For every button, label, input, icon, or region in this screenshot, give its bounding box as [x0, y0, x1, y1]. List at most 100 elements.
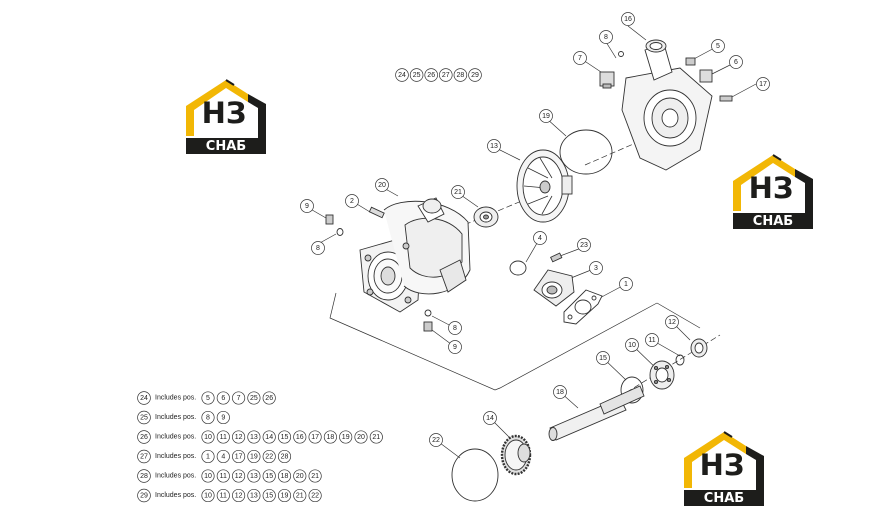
- legend-item-1: 1: [201, 449, 215, 464]
- kit-header-24-text: 24: [398, 72, 406, 79]
- part-label-4-text: 4: [538, 235, 542, 242]
- part-label-14-text: 14: [486, 415, 494, 422]
- legend-item-4-circle: [216, 449, 230, 464]
- impeller-13: [516, 149, 573, 223]
- legend-item-15-text: 15: [265, 473, 273, 480]
- screw-17: [719, 95, 733, 102]
- legend-item-21-text: 21: [296, 492, 304, 499]
- legend-item-17-circle: [232, 449, 246, 464]
- legend-item-20-circle: [354, 430, 368, 444]
- legend-item-10-circle: [201, 488, 215, 503]
- part-label-3: 3: [589, 261, 603, 275]
- legend-kit-26-circle: [137, 430, 151, 444]
- legend-item-19-circle: [339, 430, 353, 444]
- part-label-8-circle: [311, 241, 325, 255]
- screw-23: [550, 252, 563, 263]
- shaft-18: [548, 385, 645, 441]
- legend-item-19: 19: [339, 430, 353, 444]
- logo-letters: НЗ: [202, 96, 247, 130]
- part-label-4-circle: [533, 231, 547, 245]
- legend-item-13-text: 13: [250, 434, 258, 441]
- legend-item-12: 12: [232, 430, 246, 444]
- logo-roof-yellow: [733, 155, 795, 211]
- part-label-21: 21: [451, 185, 465, 199]
- legend-item-16-circle: [293, 430, 307, 444]
- logo-word: СНАБ: [704, 491, 744, 506]
- legend-item-18-circle: [277, 469, 292, 483]
- legend-item-14-text: 14: [265, 434, 273, 441]
- legend-item-13: 13: [247, 469, 261, 483]
- legend-item-12-circle: [232, 488, 246, 503]
- legend-item-15-circle: [262, 469, 276, 483]
- part-label-21-text: 21: [454, 189, 462, 196]
- plug-6: [699, 69, 713, 83]
- part-label-17-circle: [756, 77, 770, 91]
- legend-item-15-text: 15: [265, 492, 273, 499]
- legend-item-28: 28: [277, 449, 292, 464]
- plug-7: [599, 71, 615, 89]
- legend-item-11: 11: [216, 469, 230, 483]
- legend-item-4: 4: [216, 449, 230, 464]
- legend-kit-25-circle: [137, 410, 151, 425]
- kit-header-28-text: 28: [457, 72, 465, 79]
- kit-header-24-circle: [395, 68, 409, 82]
- legend-item-13-circle: [247, 469, 261, 483]
- part-label-20-text: 20: [378, 182, 386, 189]
- part-label-9: 9: [300, 199, 314, 213]
- legend-item-8-text: 8: [206, 414, 210, 421]
- part-label-18-text: 18: [556, 389, 564, 396]
- legend-includes-text: Includes pos.: [155, 434, 196, 441]
- part-label-2-text: 2: [350, 198, 354, 205]
- legend-item-25-text: 25: [250, 395, 258, 402]
- part-label-13-circle: [487, 139, 501, 153]
- legend-item-20-circle: [293, 469, 307, 483]
- legend-kit-25: 25: [137, 410, 151, 425]
- kit-header-26: 26: [424, 68, 438, 82]
- part-label-1-circle: [619, 277, 633, 291]
- legend-item-6: 6: [216, 391, 230, 405]
- legend-item-17-circle: [308, 430, 322, 444]
- legend-item-10-text: 10: [204, 492, 212, 499]
- legend-item-12-text: 12: [235, 434, 243, 441]
- legend-item-22-text: 22: [311, 492, 319, 499]
- logo-roof-ridge: [225, 79, 235, 86]
- kit-header-27: 27: [439, 68, 453, 82]
- legend-item-19: 19: [247, 449, 261, 464]
- legend-item-1-circle: [201, 449, 215, 464]
- part-label-2-circle: [345, 194, 359, 208]
- part-label-8-text: 8: [316, 245, 320, 252]
- part-label-19-circle: [539, 109, 553, 123]
- part-label-12-text: 12: [668, 319, 676, 326]
- legend-item-26: 26: [262, 391, 276, 405]
- legend-item-20: 20: [354, 430, 368, 444]
- legend-item-22: 22: [262, 449, 276, 464]
- legend-item-10-circle: [201, 430, 215, 444]
- part-label-8: 8: [448, 321, 462, 335]
- legend-item-11-text: 11: [220, 492, 227, 499]
- bolt-2: [368, 206, 385, 219]
- legend-kit-24: 24: [137, 391, 151, 405]
- part-label-3-circle: [589, 261, 603, 275]
- legend-kit-27-circle: [137, 449, 151, 464]
- legend-item-14: 14: [262, 430, 276, 444]
- pump-cover: [621, 39, 713, 171]
- logo-letters: НЗ: [749, 171, 794, 205]
- part-label-16: 16: [621, 12, 635, 26]
- legend-item-10: 10: [201, 488, 215, 503]
- ring-11: [675, 354, 685, 366]
- legend-item-18-text: 18: [281, 473, 289, 480]
- part-label-7: 7: [573, 51, 587, 65]
- part-label-14-circle: [483, 411, 497, 425]
- part-label-8: 8: [311, 241, 325, 255]
- part-label-15-text: 15: [599, 355, 607, 362]
- legend-item-21: 21: [369, 430, 383, 444]
- part-label-17-text: 17: [759, 81, 767, 88]
- seal-12-inner: [694, 342, 704, 354]
- legend-item-19-text: 19: [250, 453, 258, 460]
- legend-item-12-circle: [232, 469, 246, 483]
